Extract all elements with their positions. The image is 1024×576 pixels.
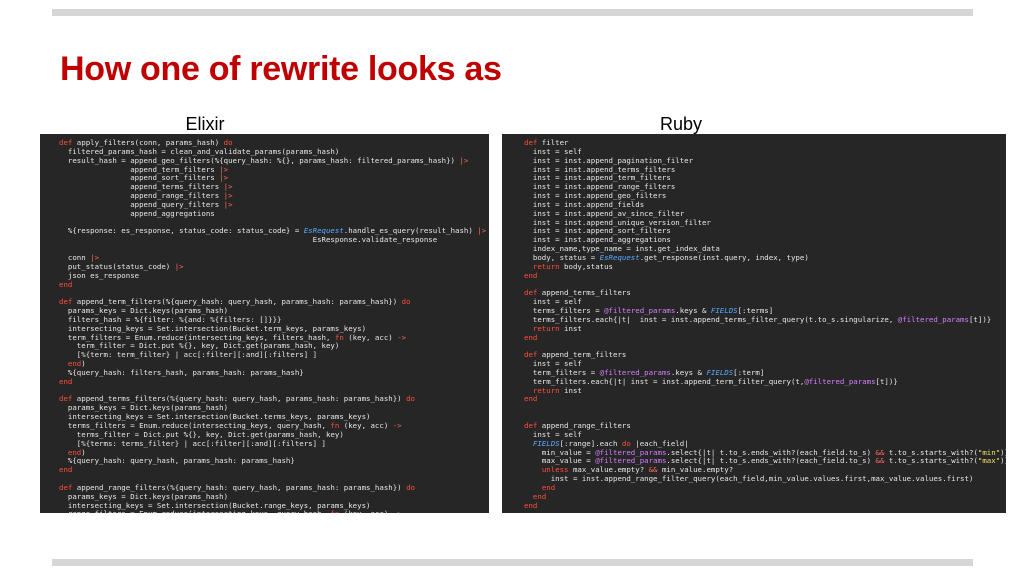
code-line: inst = self xyxy=(524,359,582,369)
ruby-code-block: def filter inst = self inst = inst.appen… xyxy=(502,138,1006,510)
code-line: params_keys = Dict.keys(params_hash) xyxy=(59,306,229,316)
code-line: inst = inst.append_fields xyxy=(524,199,645,209)
code-line: def append_terms_filters xyxy=(524,288,631,298)
code-line: inst = inst.append_av_since_filter xyxy=(524,208,685,218)
code-line: EsResponse.validate_response xyxy=(59,235,438,245)
code-line: unless max_value.empty? && min_value.emp… xyxy=(541,465,734,475)
code-line: inst = inst.append_geo_filters xyxy=(524,191,667,201)
code-line: %{query_hash: query_hash, params_hash: p… xyxy=(59,456,295,466)
code-line: inst = inst.append_terms_filters xyxy=(524,164,676,174)
code-line: def append_term_filters(%{query_hash: qu… xyxy=(59,297,411,307)
code-line: term_filters = Enum.reduce(intersecting_… xyxy=(59,332,407,342)
code-line: end xyxy=(524,270,538,280)
code-line: return inst xyxy=(532,385,582,395)
code-line: range_filters = Enum.reduce(intersecting… xyxy=(59,510,489,513)
elixir-label: Elixir xyxy=(185,114,225,134)
code-line: end) xyxy=(67,359,86,369)
code-line: result_hash = append_geo_filters(%{query… xyxy=(59,155,469,165)
code-line: def append_terms_filters(%{query_hash: q… xyxy=(59,394,415,404)
code-line: terms_filters = @filtered_params.keys & … xyxy=(524,306,774,316)
code-line: end xyxy=(532,491,547,501)
code-line: %{response: es_response, status_code: st… xyxy=(59,226,487,236)
code-line: end xyxy=(59,279,73,289)
code-line: json es_response xyxy=(59,270,140,280)
code-line: def append_range_filters(%{query_hash: q… xyxy=(59,482,415,492)
bottom-divider xyxy=(52,559,973,566)
code-line: body, status = EsRequest.get_response(in… xyxy=(524,252,809,262)
code-line: conn |> xyxy=(59,252,100,262)
code-line: append_query_filters |> xyxy=(59,199,233,209)
code-line: append_aggregations xyxy=(59,208,215,218)
code-line: append_sort_filters |> xyxy=(59,173,229,183)
code-line: inst = self xyxy=(524,146,582,156)
top-divider xyxy=(52,9,973,16)
elixir-code-block: def apply_filters(conn, params_hash) do … xyxy=(40,138,489,513)
code-line: [%{terms: terms_filter} | acc[:filter][:… xyxy=(59,438,326,448)
code-line: inst = inst.append_aggregations xyxy=(524,235,671,245)
code-line: end xyxy=(59,465,73,475)
code-line: inst = inst.append_pagination_filter xyxy=(524,155,694,165)
code-line: def filter xyxy=(524,138,569,147)
code-line: inst = inst.append_range_filter_query(ea… xyxy=(524,474,974,484)
code-line: def append_term_filters xyxy=(524,350,627,360)
code-line: def apply_filters(conn, params_hash) do xyxy=(59,138,233,147)
code-line: term_filters = @filtered_params.keys & F… xyxy=(524,367,765,377)
code-line: inst = self xyxy=(524,297,582,307)
code-line: end xyxy=(524,332,538,342)
code-line: append_term_filters |> xyxy=(59,164,229,174)
code-line: intersecting_keys = Set.intersection(Buc… xyxy=(59,500,371,510)
code-line: term_filter = Dict.put %{}, key, Dict.ge… xyxy=(59,341,340,351)
code-line: term_filters.each{|t| inst = inst.append… xyxy=(524,376,898,386)
code-line: ​ xyxy=(59,245,489,254)
code-line: min_value = @filtered_params.select{|t| … xyxy=(524,447,1006,457)
code-line: end xyxy=(524,394,538,404)
code-line: terms_filter = Dict.put %{}, key, Dict.g… xyxy=(59,429,344,439)
code-line: filters_hash = %{filter: %{and: %{filter… xyxy=(59,314,282,324)
code-line: def append_range_filters xyxy=(524,421,631,430)
code-line: end) xyxy=(67,447,86,457)
code-line: intersecting_keys = Set.intersection(Buc… xyxy=(59,412,371,422)
code-line: put_status(status_code) |> xyxy=(59,261,184,271)
code-line: inst = inst.append_range_filters xyxy=(524,182,676,192)
elixir-code-panel: def apply_filters(conn, params_hash) do … xyxy=(40,134,489,513)
code-line: end xyxy=(59,376,73,386)
code-line: index_name,type_name = inst.get_index_da… xyxy=(524,244,720,254)
ruby-code-panel: def filter inst = self inst = inst.appen… xyxy=(502,134,1006,513)
code-line: inst = self xyxy=(524,429,582,439)
code-line: return inst xyxy=(532,323,582,333)
code-line: append_range_filters |> xyxy=(59,191,233,201)
code-line: inst = inst.append_unique_version_filter xyxy=(524,217,711,227)
code-line: end xyxy=(541,482,556,492)
code-line: terms_filters.each{|t| inst = inst.appen… xyxy=(524,314,992,324)
code-line: intersecting_keys = Set.intersection(Buc… xyxy=(59,323,367,333)
code-line: [%{term: term_filter} | acc[:filter][:an… xyxy=(59,350,318,360)
code-line: terms_filters = Enum.reduce(intersecting… xyxy=(59,421,402,430)
code-line: filtered_params_hash = clean_and_validat… xyxy=(59,146,340,156)
ruby-label: Ruby xyxy=(659,114,703,134)
code-line: inst = inst.append_term_filters xyxy=(524,173,671,183)
code-line: max_value = @filtered_params.select{|t| … xyxy=(524,456,1006,466)
code-line: %{query_hash: filters_hash, params_hash:… xyxy=(59,367,304,377)
code-line: params_keys = Dict.keys(params_hash) xyxy=(59,403,229,413)
code-line: end xyxy=(524,500,538,510)
code-line: return body,status xyxy=(532,261,614,271)
code-line: inst = inst.append_sort_filters xyxy=(524,226,671,236)
code-line: params_keys = Dict.keys(params_hash) xyxy=(59,491,229,501)
slide-title: How one of rewrite looks as xyxy=(60,50,502,88)
code-line: append_terms_filters |> xyxy=(59,182,233,192)
code-line: ​ xyxy=(524,404,1006,413)
code-line: FIELDS[:range].each do |each_field| xyxy=(532,438,689,448)
